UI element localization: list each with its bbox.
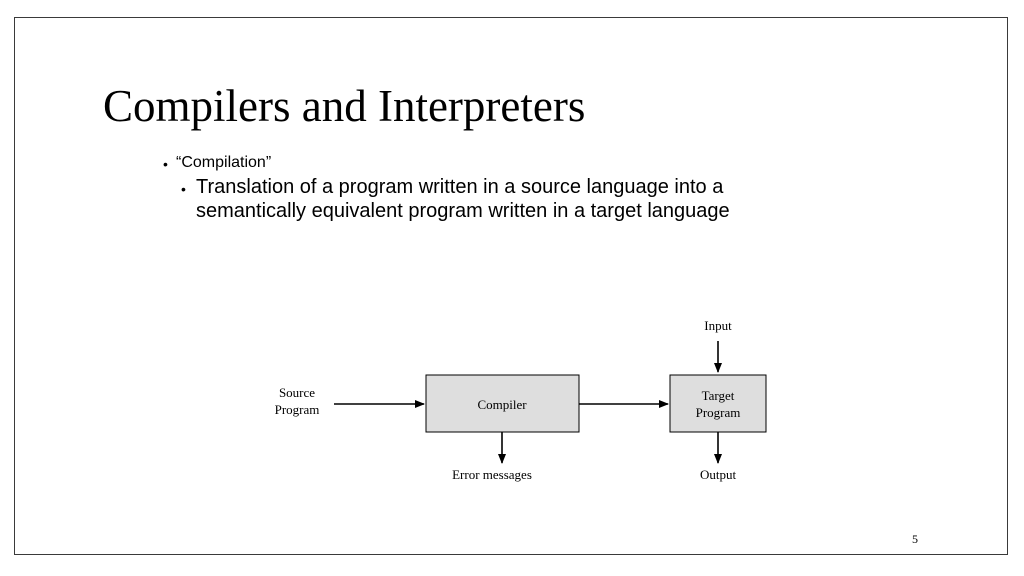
bullet-translation-line-2: semantically equivalent program written … [196,200,730,222]
bullet-translation-line-1: Translation of a program written in a so… [196,176,724,198]
input-label: Input [704,318,732,333]
error-messages-label: Error messages [452,467,532,482]
target-program-label-line-2: Program [696,405,741,420]
source-program-label-line-2: Program [275,402,320,417]
compiler-box [425,374,580,433]
output-label: Output [700,467,737,482]
bullet-marker-level1: • [163,156,168,172]
slide-title: Compilers and Interpreters [103,81,586,131]
slide-frame [14,17,1008,555]
compiler-label: Compiler [477,397,527,412]
bullet-compilation: “Compilation” [176,154,272,171]
source-program-label-line-1: Source [279,385,315,400]
target-program-label-line-1: Target [702,388,735,403]
target-program-box [669,374,767,433]
bullet-marker-level2: • [181,181,186,197]
page-number: 5 [912,532,918,546]
